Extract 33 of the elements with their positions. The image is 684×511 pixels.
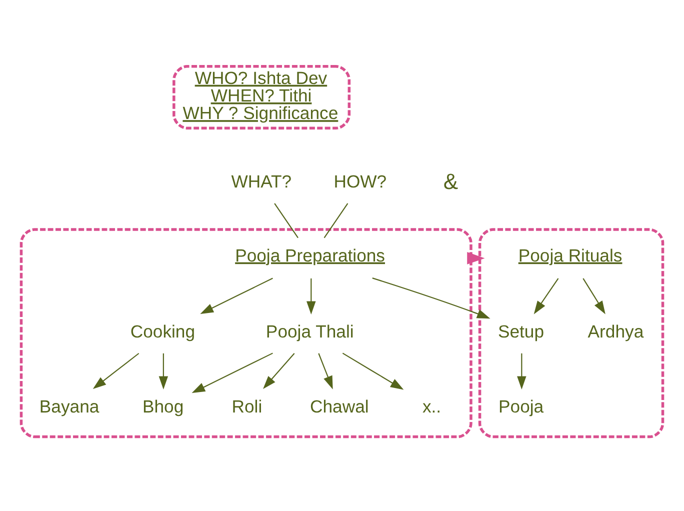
cluster <box>20 228 472 438</box>
node-text: WHAT? <box>231 170 292 191</box>
node-text: Pooja <box>498 396 544 416</box>
node-text: Bhog <box>142 396 184 416</box>
arrow <box>534 278 559 314</box>
arrow <box>372 277 490 318</box>
arrow <box>200 277 273 314</box>
node-text: Roli <box>232 396 262 416</box>
arrow <box>263 352 295 389</box>
node-text: Cooking <box>130 320 196 341</box>
arrow <box>517 352 526 389</box>
connector <box>324 202 348 238</box>
label: & <box>443 168 458 194</box>
node-text: Chawal <box>310 396 369 416</box>
node-text: Pooja Preparations <box>235 244 385 265</box>
arrow <box>582 278 606 314</box>
arrow <box>158 352 168 389</box>
arrow <box>318 352 333 389</box>
node-text: Bayana <box>39 396 100 416</box>
node-text: Ardhya <box>588 320 644 341</box>
cluster <box>478 228 664 438</box>
node-text: Pooja Rituals <box>518 244 622 265</box>
node-text: Pooja Thali <box>266 320 354 341</box>
arrow <box>92 352 140 389</box>
arrow <box>342 352 404 390</box>
connector <box>274 202 298 238</box>
node-box: WHO? Ishta Dev WHEN? Tithi WHY ? Significance <box>172 64 351 130</box>
arrow <box>467 252 485 264</box>
node-text: Setup <box>498 320 544 341</box>
node-text: x.. <box>422 396 442 416</box>
node-text: HOW? <box>334 170 387 191</box>
arrow <box>306 278 316 314</box>
arrow <box>192 352 273 393</box>
